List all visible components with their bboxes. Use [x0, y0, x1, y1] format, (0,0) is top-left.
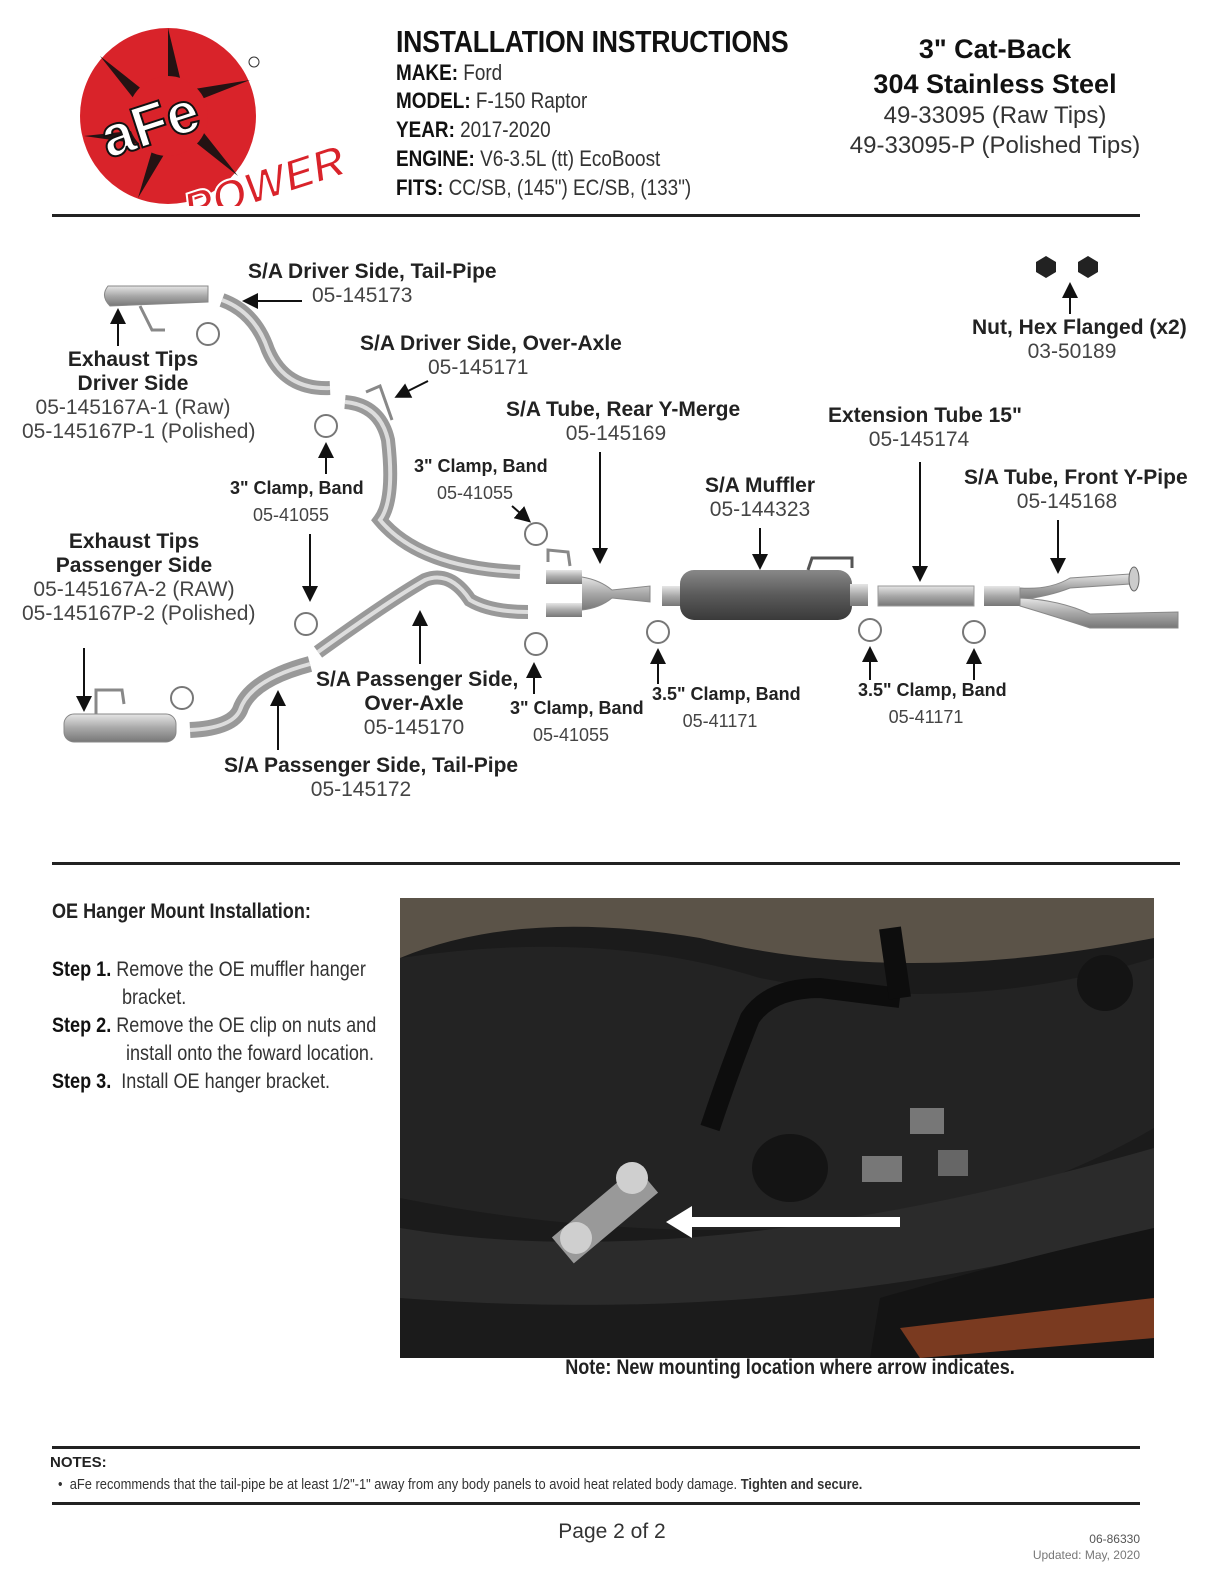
step-3: Step 3. Install OE hanger bracket. [52, 1070, 331, 1093]
notes-top-divider [52, 1446, 1140, 1449]
label-clamp-35-b: 3.5" Clamp, Band 05-41171 [858, 680, 1007, 727]
driver-tip [104, 285, 209, 332]
doc-number: 06-86330 [1089, 1532, 1140, 1546]
afe-power-logo: aFe POWER [78, 26, 358, 235]
passenger-tip [63, 688, 177, 743]
passenger-overaxle [313, 570, 529, 658]
notes-heading: NOTES: [50, 1454, 107, 1471]
engine-line: ENGINE: V6-3.5L (tt) EcoBoost [396, 146, 661, 171]
label-tips-driver: Exhaust Tips Driver Side 05-145167A-1 (R… [22, 348, 256, 443]
fits-line: FITS: CC/SB, (145") EC/SB, (133") [396, 175, 692, 200]
label-muffler: S/A Muffler 05-144323 [704, 474, 816, 521]
header-divider [52, 214, 1140, 217]
product-line-2: 304 Stainless Steel [873, 69, 1117, 99]
label-front-ypipe: S/A Tube, Front Y-Pipe 05-145168 [964, 466, 1188, 513]
diagram-divider [52, 862, 1180, 865]
rear-ymerge [546, 548, 651, 617]
label-clamp-mid-lower: 3" Clamp, Band 05-41055 [510, 698, 644, 745]
extension-tube [877, 585, 975, 607]
label-extension: Extension Tube 15" 05-145174 [828, 404, 1022, 451]
make-line: MAKE: Ford [396, 60, 503, 85]
part-raw: 49-33095 (Raw Tips) [883, 102, 1107, 129]
label-clamp-35-a: 3.5" Clamp, Band 05-41171 [652, 684, 801, 731]
step-2-cont: install onto the foward location. [126, 1042, 374, 1065]
label-nut: Nut, Hex Flanged (x2) 03-50189 [972, 316, 1187, 363]
muffler [662, 556, 868, 620]
part-polished: 49-33095-P (Polished Tips) [849, 132, 1141, 159]
product-header: 3" Cat-Back 304 Stainless Steel 49-33095… [830, 34, 1160, 160]
label-passenger-overaxle: S/A Passenger Side, Over-Axle 05-145170 [316, 668, 519, 739]
updated-date: Updated: May, 2020 [1032, 1548, 1140, 1562]
exhaust-diagram [63, 256, 1179, 750]
year-line: YEAR: 2017-2020 [396, 117, 551, 142]
label-driver-overaxle: S/A Driver Side, Over-Axle 05-145171 [360, 332, 622, 379]
label-clamp-mid-upper: 3" Clamp, Band 05-41055 [414, 456, 548, 503]
label-rear-ymerge: S/A Tube, Rear Y-Merge 05-145169 [506, 398, 741, 445]
hex-nuts [1036, 256, 1098, 278]
passenger-tailpipe [189, 656, 313, 738]
notes-bottom-divider [52, 1502, 1140, 1505]
leader-arrows [76, 282, 1078, 750]
notes-bullet: • aFe recommends that the tail-pipe be a… [58, 1476, 863, 1493]
hanger-photo [400, 898, 1154, 1358]
step-1: Step 1. Remove the OE muffler hanger [52, 958, 366, 981]
document-title: INSTALLATION INSTRUCTIONS [396, 24, 789, 59]
photo-note: Note: New mounting location where arrow … [565, 1356, 1015, 1379]
label-driver-tailpipe: S/A Driver Side, Tail-Pipe 05-145173 [248, 260, 497, 307]
step-2: Step 2. Remove the OE clip on nuts and [52, 1014, 377, 1037]
product-line-1: 3" Cat-Back [918, 34, 1072, 64]
clamps [170, 322, 986, 710]
model-line: MODEL: F-150 Raptor [396, 88, 588, 113]
hanger-heading: OE Hanger Mount Installation: [52, 900, 311, 923]
front-ypipe [984, 566, 1179, 629]
label-passenger-tailpipe: S/A Passenger Side, Tail-Pipe 05-145172 [224, 754, 519, 801]
label-clamp-left-upper: 3" Clamp, Band 05-41055 [230, 478, 364, 525]
label-tips-passenger: Exhaust Tips Passenger Side 05-145167A-2… [22, 530, 256, 625]
step-1-cont: bracket. [122, 986, 187, 1009]
page-number: Page 2 of 2 [558, 1520, 666, 1543]
